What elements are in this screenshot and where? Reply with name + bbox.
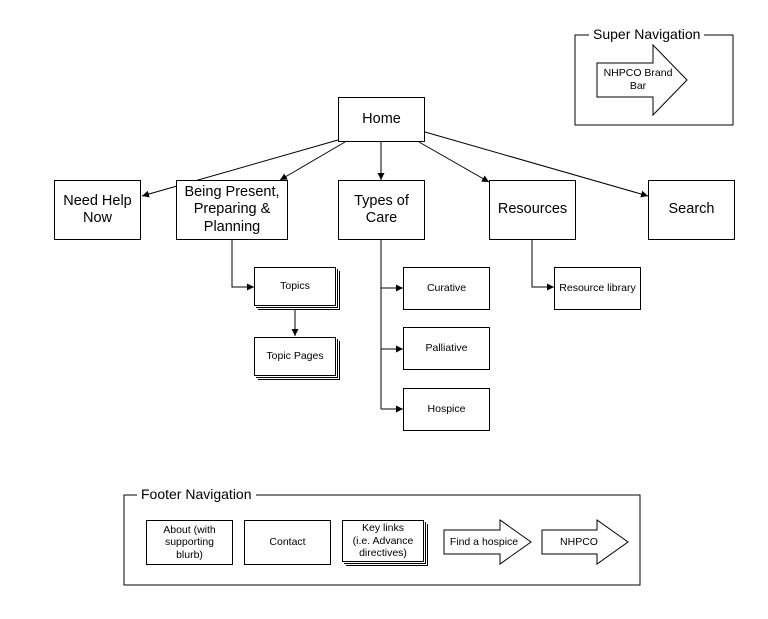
nhpco-arrow-shape <box>541 519 629 565</box>
connector-being-present-topics <box>231 240 254 291</box>
connector-home-being-present <box>279 141 346 181</box>
search-node[interactable]: Search <box>648 180 735 240</box>
hospice-node[interactable]: Hospice <box>403 388 490 431</box>
palliative-node[interactable]: Palliative <box>403 327 490 370</box>
connector-home-resources <box>418 141 490 183</box>
find-hospice-label[interactable]: Find a hospice <box>449 535 519 548</box>
super-navigation-legend: Super Navigation <box>589 27 705 41</box>
topic-pages-node[interactable]: Topic Pages <box>254 337 336 376</box>
footer-navigation-frame <box>123 494 641 586</box>
resources-node[interactable]: Resources <box>489 180 576 240</box>
types-of-care-node[interactable]: Types of Care <box>338 180 425 240</box>
topics-node[interactable]: Topics <box>254 267 336 306</box>
curative-node[interactable]: Curative <box>403 267 490 310</box>
home-node[interactable]: Home <box>338 97 425 142</box>
need-help-now-node[interactable]: Need Help Now <box>54 180 141 240</box>
key-links-node[interactable]: Key links (i.e. Advance directives) <box>342 520 424 562</box>
brand-bar-label: NHPCO Brand Bar <box>603 67 673 92</box>
contact-node[interactable]: Contact <box>244 520 331 565</box>
connector-home-search <box>424 131 649 198</box>
connector-home-need-help <box>141 137 346 198</box>
footer-navigation-legend: Footer Navigation <box>137 487 256 501</box>
connector-resources-library <box>531 240 554 291</box>
nhpco-label[interactable]: NHPCO <box>560 535 598 548</box>
find-hospice-arrow-shape <box>443 519 532 565</box>
resource-library-node[interactable]: Resource library <box>554 267 641 310</box>
brand-bar-arrow-shape <box>596 43 688 117</box>
being-present-node[interactable]: Being Present, Preparing & Planning <box>176 180 288 240</box>
about-node[interactable]: About (with supporting blurb) <box>146 520 233 565</box>
